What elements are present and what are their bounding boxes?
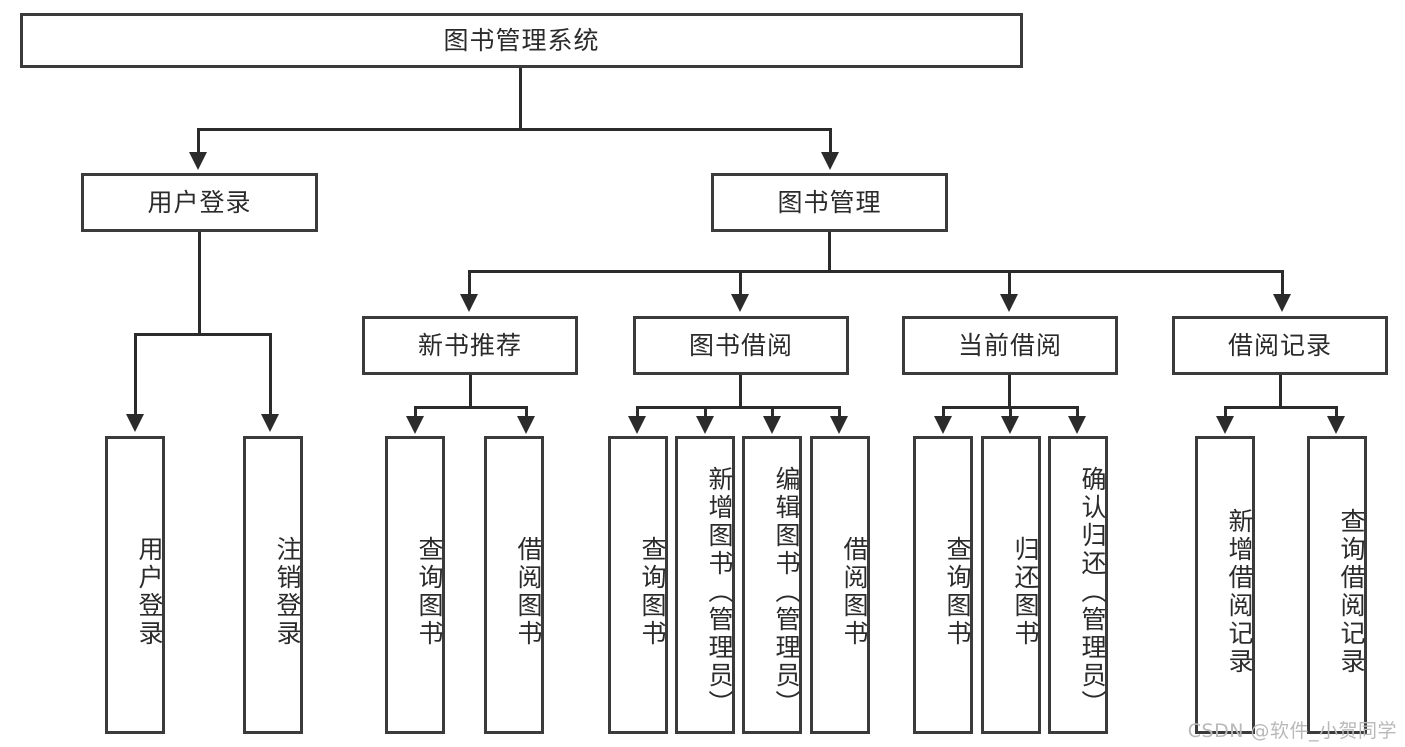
arrow-bb-to-leaf-4 — [830, 416, 848, 434]
edge-bm-drop-4 — [1281, 270, 1284, 298]
arrow-br-to-leaf-1 — [1216, 416, 1234, 434]
arrow-cb-to-leaf-3 — [1068, 416, 1086, 434]
leaf-label: 查询图书 — [415, 536, 444, 648]
node-label: 图书管理系统 — [443, 25, 600, 55]
edge-bm-drop-1 — [468, 270, 471, 298]
arrow-bm-to-book-borrow — [731, 294, 749, 312]
node-label: 新书推荐 — [417, 330, 522, 360]
leaf-edit-book[interactable]: 编辑图书（管理员） — [742, 436, 802, 734]
node-user-login[interactable]: 用户登录 — [81, 173, 318, 232]
leaf-label: 用户登录 — [135, 536, 164, 648]
edge-nbr-drop-2 — [525, 406, 528, 420]
arrow-br-to-leaf-2 — [1327, 416, 1345, 434]
node-new-book-recommend[interactable]: 新书推荐 — [362, 316, 578, 375]
edge-br-bar — [1224, 406, 1338, 409]
edge-br-stem — [1279, 375, 1282, 408]
edge-bb-drop-1 — [636, 406, 639, 420]
leaf-borrow-book-1[interactable]: 借阅图书 — [484, 436, 544, 734]
arrow-user-login-to-leaf-1 — [126, 414, 144, 432]
edge-cb-drop-3 — [1076, 406, 1079, 420]
edge-book-management-stem — [828, 232, 831, 272]
edge-bb-bar — [636, 406, 839, 409]
edge-cb-drop-1 — [942, 406, 945, 420]
leaf-label: 新增借阅记录 — [1225, 508, 1254, 676]
leaf-label: 归还图书 — [1011, 536, 1040, 648]
node-label: 用户登录 — [147, 187, 252, 217]
edge-br-drop-2 — [1335, 406, 1338, 420]
arrow-bb-to-leaf-3 — [763, 416, 781, 434]
arrow-nbr-to-leaf-2 — [517, 416, 535, 434]
node-label: 图书管理 — [777, 187, 882, 217]
watermark-text: CSDN @软件_小贺同学 — [1187, 720, 1397, 742]
node-root-book-management-system[interactable]: 图书管理系统 — [20, 13, 1023, 68]
edge-root-to-user-login — [197, 128, 200, 156]
leaf-query-book-2[interactable]: 查询图书 — [608, 436, 668, 734]
arrow-cb-to-leaf-1 — [934, 416, 952, 434]
leaf-borrow-book-2[interactable]: 借阅图书 — [810, 436, 870, 734]
edge-user-login-stem — [198, 232, 201, 335]
edge-bb-drop-2 — [704, 406, 707, 420]
arrow-bm-to-borrow-record — [1273, 294, 1291, 312]
leaf-query-record[interactable]: 查询借阅记录 — [1307, 436, 1367, 734]
leaf-logout-login[interactable]: 注销登录 — [243, 436, 303, 734]
edge-bm-drop-2 — [739, 270, 742, 298]
arrow-bm-to-new-book-recommend — [460, 294, 478, 312]
node-label: 借阅记录 — [1227, 330, 1332, 360]
arrow-bb-to-leaf-2 — [696, 416, 714, 434]
edge-bb-drop-3 — [771, 406, 774, 420]
edge-nbr-stem — [469, 375, 472, 408]
arrow-root-to-book-management — [821, 152, 839, 170]
edge-bb-stem — [739, 375, 742, 408]
leaf-label: 查询图书 — [638, 536, 667, 648]
edge-nbr-drop-1 — [414, 406, 417, 420]
edge-cb-drop-2 — [1009, 406, 1012, 420]
arrow-root-to-user-login — [189, 152, 207, 170]
node-borrow-record[interactable]: 借阅记录 — [1172, 316, 1388, 375]
edge-user-login-drop-1 — [134, 333, 137, 418]
edge-bm-drop-3 — [1008, 270, 1011, 298]
arrow-user-login-to-leaf-2 — [261, 414, 279, 432]
node-book-borrow[interactable]: 图书借阅 — [633, 316, 849, 375]
leaf-add-book[interactable]: 新增图书（管理员） — [675, 436, 735, 734]
edge-br-drop-1 — [1224, 406, 1227, 420]
arrow-nbr-to-leaf-1 — [406, 416, 424, 434]
leaf-label: 新增图书（管理员） — [705, 466, 734, 718]
edge-root-bar — [197, 128, 832, 131]
arrow-cb-to-leaf-2 — [1001, 416, 1019, 434]
node-current-borrow[interactable]: 当前借阅 — [902, 316, 1118, 375]
leaf-user-login[interactable]: 用户登录 — [105, 436, 165, 734]
edge-root-stem — [519, 68, 522, 130]
node-book-management[interactable]: 图书管理 — [711, 173, 948, 232]
arrow-bb-to-leaf-1 — [628, 416, 646, 434]
edge-root-to-book-management — [829, 128, 832, 156]
leaf-add-record[interactable]: 新增借阅记录 — [1195, 436, 1255, 734]
edge-user-login-drop-2 — [269, 333, 272, 418]
edge-user-login-bar — [134, 333, 271, 336]
leaf-confirm-return[interactable]: 确认归还（管理员） — [1048, 436, 1108, 734]
edge-nbr-bar — [414, 406, 528, 409]
leaf-query-book-3[interactable]: 查询图书 — [913, 436, 973, 734]
leaf-label: 借阅图书 — [840, 536, 869, 648]
node-label: 图书借阅 — [688, 330, 793, 360]
leaf-return-book[interactable]: 归还图书 — [981, 436, 1041, 734]
leaf-label: 查询图书 — [943, 536, 972, 648]
leaf-label: 借阅图书 — [514, 536, 543, 648]
leaf-label: 编辑图书（管理员） — [772, 466, 801, 718]
edge-cb-stem — [1008, 375, 1011, 408]
arrow-bm-to-current-borrow — [1000, 294, 1018, 312]
leaf-label: 确认归还（管理员） — [1078, 466, 1107, 718]
edge-book-management-bar — [468, 270, 1284, 273]
leaf-query-book-1[interactable]: 查询图书 — [385, 436, 445, 734]
leaf-label: 注销登录 — [273, 536, 302, 648]
node-label: 当前借阅 — [957, 330, 1062, 360]
edge-bb-drop-4 — [838, 406, 841, 420]
leaf-label: 查询借阅记录 — [1337, 508, 1366, 676]
